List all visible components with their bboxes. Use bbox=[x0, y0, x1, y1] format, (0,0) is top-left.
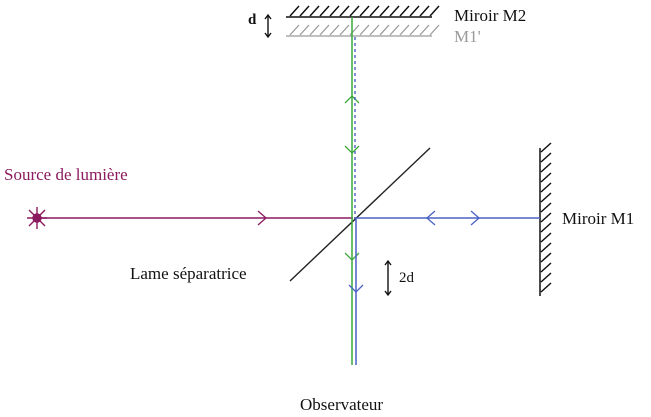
label-d: d bbox=[248, 12, 257, 28]
two-d-double-arrow bbox=[384, 259, 392, 297]
hatch-mark bbox=[359, 5, 370, 17]
blue-arrow-right bbox=[470, 210, 480, 226]
label-source: Source de lumière bbox=[4, 165, 128, 184]
hatch-mark bbox=[540, 212, 552, 223]
hatch-mark bbox=[409, 5, 420, 17]
source-beam-arrow bbox=[257, 210, 267, 226]
hatch-mark bbox=[540, 222, 552, 233]
label-mirror-m2: Miroir M2 bbox=[454, 6, 527, 25]
hatch-mark bbox=[299, 24, 310, 36]
hatch-mark bbox=[379, 5, 390, 17]
hatch-mark bbox=[540, 142, 552, 153]
hatch-mark bbox=[299, 5, 310, 17]
hatch-mark bbox=[540, 182, 552, 193]
hatch-mark bbox=[540, 232, 552, 243]
hatch-mark bbox=[399, 24, 410, 36]
label-mirror-m1: Miroir M1 bbox=[562, 209, 635, 228]
hatch-mark bbox=[319, 24, 330, 36]
hatch-mark bbox=[359, 24, 370, 36]
mirror-m2 bbox=[286, 5, 440, 18]
hatch-mark bbox=[540, 172, 552, 183]
hatch-mark bbox=[540, 192, 552, 203]
hatch-mark bbox=[429, 5, 440, 17]
hatch-mark bbox=[289, 24, 300, 36]
d-double-arrow bbox=[264, 13, 272, 39]
green-arrow-down bbox=[344, 145, 360, 154]
blue-arrow-down bbox=[348, 284, 364, 293]
hatch-mark bbox=[540, 262, 552, 273]
mirror-m1-image bbox=[286, 24, 440, 37]
hatch-mark bbox=[329, 24, 340, 36]
label-mirror-m1-image: M1' bbox=[454, 27, 481, 46]
hatch-mark bbox=[389, 5, 400, 17]
hatch-mark bbox=[540, 252, 552, 263]
hatch-mark bbox=[329, 5, 340, 17]
hatch-mark bbox=[309, 24, 320, 36]
hatch-mark bbox=[339, 24, 350, 36]
hatch-mark bbox=[379, 24, 390, 36]
hatch-mark bbox=[389, 24, 400, 36]
hatch-mark bbox=[369, 24, 380, 36]
hatch-mark bbox=[399, 5, 410, 17]
hatch-mark bbox=[369, 5, 380, 17]
hatch-mark bbox=[289, 5, 300, 17]
hatch-mark bbox=[419, 5, 430, 17]
hatch-mark bbox=[540, 202, 552, 213]
label-observer: Observateur bbox=[300, 395, 384, 414]
beam-splitter bbox=[289, 147, 431, 282]
hatch-mark bbox=[309, 5, 320, 17]
hatch-mark bbox=[419, 24, 430, 36]
hatch-mark bbox=[349, 5, 360, 17]
label-beam-splitter: Lame séparatrice bbox=[130, 264, 247, 283]
label-two-d: 2d bbox=[399, 270, 414, 286]
hatch-mark bbox=[540, 242, 552, 253]
hatch-mark bbox=[540, 272, 552, 283]
hatch-mark bbox=[540, 282, 552, 293]
hatch-mark bbox=[319, 5, 330, 17]
green-arrow-up bbox=[344, 95, 360, 104]
hatch-mark bbox=[339, 5, 350, 17]
hatch-mark bbox=[540, 152, 552, 163]
hatch-mark bbox=[429, 24, 440, 36]
blue-arrow-left bbox=[426, 210, 436, 226]
hatch-mark bbox=[540, 162, 552, 173]
light-source-icon bbox=[27, 207, 47, 229]
mirror-m1 bbox=[539, 142, 552, 296]
hatch-mark bbox=[409, 24, 420, 36]
